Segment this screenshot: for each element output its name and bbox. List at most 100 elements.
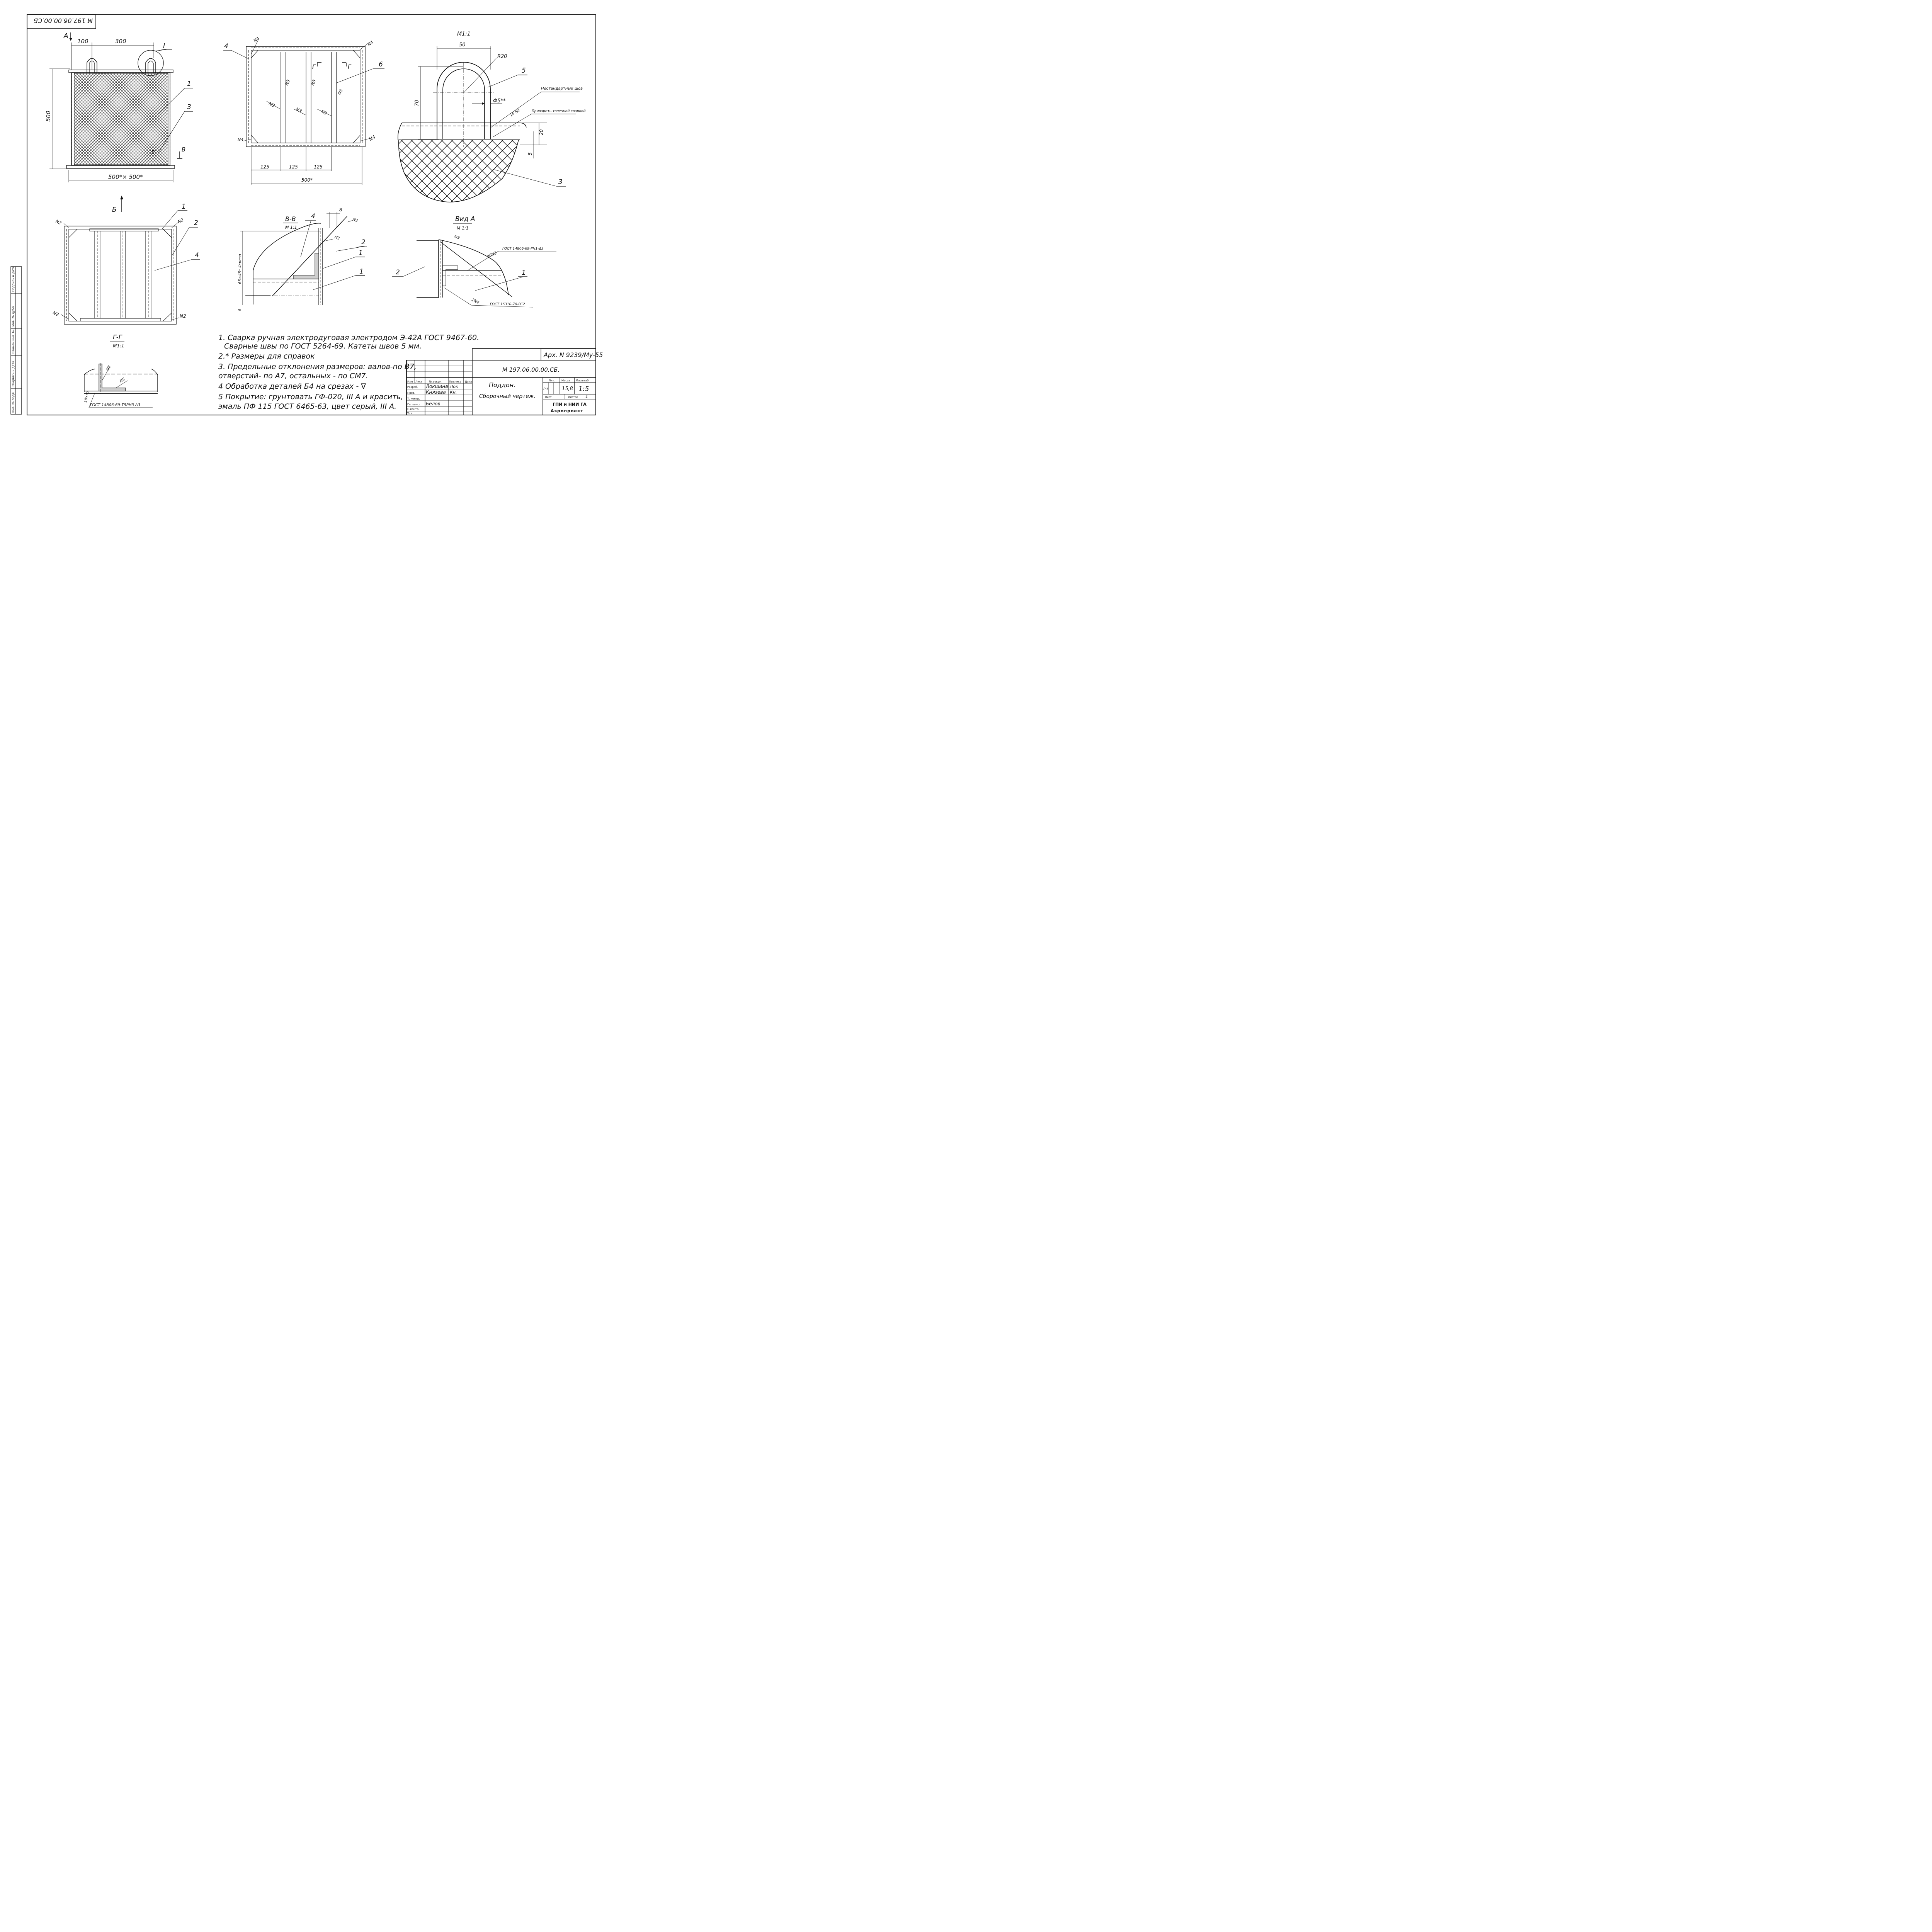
view-a-callout-1: 1	[522, 269, 526, 277]
section-b-mark: В	[182, 146, 185, 153]
mesh-section	[398, 139, 519, 202]
view-a: Вид А М 1:1 2 1 N3 26N3 ГОСТ 14806-69-РН…	[392, 215, 556, 308]
section-detail: N5 N5 18×45 ГОСТ 14806-69-Т5РН3 Δ3	[84, 363, 158, 408]
tb-mass-header: Масса	[561, 379, 570, 382]
dim-125-c: 125	[314, 164, 323, 170]
tb-row-prov: Пров.	[407, 391, 415, 395]
side-stamp-1: Инв. № подл.	[12, 391, 15, 413]
weld-n3-b: N3	[310, 79, 317, 86]
weld-n4-b: N4	[367, 40, 374, 48]
section-detail-weld-n5-a: N5	[105, 365, 112, 371]
tb-name-prov: Князева	[426, 389, 446, 395]
dim-500-vertical: 500	[45, 111, 52, 122]
mesh-fill	[74, 73, 168, 165]
note-1a: 1. Сварка ручная электродуговая электрод…	[218, 333, 480, 342]
outer-frame	[27, 14, 596, 415]
title-block-text: Арх. N 9239/Му-55 М 197.06.00.00.СБ. Изм…	[407, 351, 603, 415]
bottom-weld-n2-c: N2	[52, 310, 60, 317]
tb-lit-header: Лит.	[549, 379, 555, 382]
tb-name: Поддон.	[489, 381, 515, 389]
view-arrow-a: А	[63, 32, 68, 40]
dim-500: 500*	[301, 177, 313, 183]
side-stamp-2: Подпись и дата	[12, 361, 15, 386]
section-bb-scale: М 1:1	[285, 225, 297, 230]
view-a-weld-n3: N3	[454, 235, 460, 241]
detail-view: М1:1 50 R20 70 Ф5** 5 Нестандартный шов …	[397, 31, 586, 202]
detail-callout-3: 3	[558, 178, 563, 186]
bottom-section-title: Г-Г	[113, 333, 122, 341]
side-stamp-5: Подпись и дата	[12, 266, 15, 292]
view-a-title: Вид А	[455, 215, 475, 223]
section-bb: В-В М 1:1 65×45* 4среза 8 8 N3 N3	[238, 207, 367, 311]
note-2: 2.* Размеры для справок	[218, 352, 315, 361]
section-bb-callout-1a: 1	[359, 249, 363, 257]
weld-n3-c: N3	[337, 88, 344, 96]
view-a-gost-bottom: ГОСТ 16310-70-РС2	[490, 303, 525, 306]
section-bb-dim-8-bottom: 8	[238, 309, 242, 311]
section-bb-title: В-В	[285, 215, 296, 223]
tb-sheet-label: Лист	[545, 396, 552, 399]
tb-row-tkontr: Т. контр.	[407, 397, 420, 400]
detail-dim-5: 5	[527, 152, 533, 155]
weld-n4-a: N4	[253, 36, 260, 44]
bottom-section-scale: М1:1	[113, 343, 124, 349]
section-bb-weld-n3-a: N3	[352, 217, 359, 223]
tb-org-1: ГПИ и НИИ ГА	[553, 402, 587, 407]
view-a-weld-2n4: 2N4	[471, 298, 480, 305]
bottom-weld-n2-a: N2	[55, 219, 62, 226]
note-4: 4 Обработка деталей Б4 на срезах - ∇	[218, 382, 366, 391]
section-detail-gost: ГОСТ 14806-69-Т5РН3 Δ3	[90, 403, 140, 407]
top-view: Г Г 4 6 N4 N4 N4 N4 N3 N3 N3 N3 N3 N3	[223, 36, 384, 185]
side-stamp-3: Взамен инв. №	[12, 329, 15, 354]
tb-org-2: Аэропроект	[551, 408, 583, 413]
tb-doc-type: Сборочный чертеж.	[479, 393, 536, 400]
tb-sheets-label: Листов	[568, 396, 578, 399]
tb-sign-prov: Кн.	[450, 390, 457, 395]
tb-row-razrab: Разраб.	[407, 386, 418, 389]
weld-n3-e: N3	[295, 106, 303, 114]
weld-n4-d: N4	[368, 134, 376, 142]
bottom-callout-1: 1	[182, 203, 186, 211]
tb-archive: Арх. N 9239/Му-55	[543, 351, 603, 359]
side-stamp-4: Инв. № дубл.	[12, 305, 15, 327]
detail-note-nonstandard: Нестандартный шов	[541, 87, 583, 91]
main-callout-3: 3	[187, 103, 191, 111]
view-a-callout-2: 2	[396, 269, 400, 276]
weld-n3-a: N3	[284, 79, 291, 86]
note-5b: эмаль ПФ 115 ГОСТ 6465-63, цвет серый, I…	[218, 402, 397, 411]
tb-scale-header: Масштаб	[576, 379, 588, 382]
callout-detail: I	[163, 42, 165, 50]
section-bb-weld-n3-b: N3	[334, 235, 340, 241]
detail-diameter: Ф5**	[493, 98, 506, 104]
tb-sheets-value: 1	[585, 394, 588, 399]
section-bb-callout-1b: 1	[359, 268, 364, 276]
bottom-weld-n2-b: N2	[177, 217, 184, 224]
section-bb-dim-8-top: 8	[339, 207, 342, 213]
note-1b: Сварные швы по ГОСТ 5264-69. Катеты швов…	[224, 342, 422, 350]
weld-n3-f: N3	[320, 109, 328, 116]
section-detail-dim: 18×45	[84, 391, 90, 403]
detail-radius: R20	[497, 54, 507, 60]
bottom-view: Б N2 N2 N2 N2 1 2 4 Г-Г	[52, 196, 200, 349]
top-callout-4: 4	[224, 43, 228, 50]
section-bb-callout-4: 4	[311, 213, 315, 220]
note-3a: 3. Предельные отклонения размеров: валов…	[218, 362, 417, 371]
dim-125-b: 125	[289, 164, 298, 170]
tb-mass-value: 15,8	[562, 386, 573, 392]
note-3b: отверстий- по А7, остальных - по СМ7.	[218, 372, 368, 380]
bottom-weld-n2-d: N2	[180, 313, 186, 319]
section-b-mark-lower: Б	[151, 150, 155, 155]
detail-dim-70: 70	[414, 100, 420, 106]
weld-n3-d: N3	[268, 101, 276, 108]
section-g-right: Г	[348, 63, 352, 70]
detail-callout-5: 5	[522, 67, 526, 75]
tb-name-razrab: Локшина	[425, 384, 448, 389]
tb-scale-value: 1:5	[578, 385, 589, 393]
view-a-weld-26n3: 26N3	[486, 251, 498, 259]
section-bb-dim-vertical: 65×45* 4среза	[238, 254, 242, 284]
dim-100: 100	[77, 38, 88, 45]
tb-col-date: Дата	[465, 380, 472, 383]
tb-sign-razrab: Лок	[449, 384, 458, 389]
top-stamp: М 197.06.00.00.СБ	[27, 14, 96, 29]
tb-col-doc: № докум.	[429, 380, 442, 383]
